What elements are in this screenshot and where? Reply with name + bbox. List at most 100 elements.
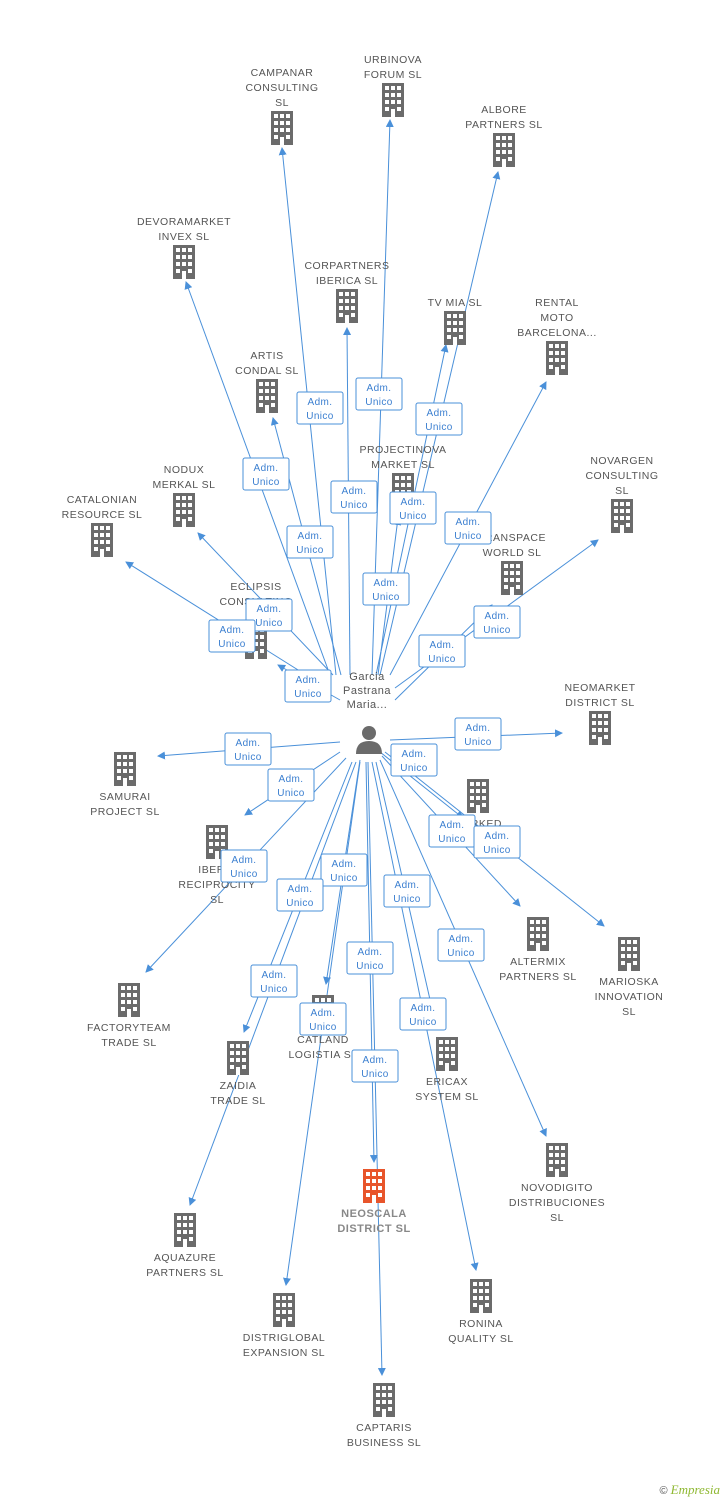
relation-badge[interactable]: Adm.Unico	[284, 669, 332, 703]
company-name-line: CONSULTING	[585, 470, 658, 482]
badge-label: Unico	[286, 898, 314, 909]
company-name-line: LOGISTIA SL	[288, 1049, 357, 1061]
company-name-line: ALBORE	[481, 104, 527, 116]
relation-badge[interactable]: Adm.Unico	[220, 849, 268, 883]
relation-badge[interactable]: Adm.Unico	[242, 457, 290, 491]
brand-logo[interactable]: Empresia	[670, 1482, 720, 1497]
company-node-catland[interactable]: CATLAND LOGISTIA SL	[288, 995, 357, 1061]
relation-badge[interactable]: Adm.Unico	[390, 743, 438, 777]
badge-label: Unico	[483, 625, 511, 636]
relation-badge[interactable]: Adm.Unico	[428, 814, 476, 848]
relation-badge[interactable]: Adm.Unico	[245, 598, 293, 632]
badge-label: Adm.	[430, 640, 455, 651]
company-name-line: CATLAND	[297, 1034, 349, 1046]
building-icon	[256, 379, 278, 413]
building-icon	[174, 1213, 196, 1247]
relation-badge[interactable]: Adm.Unico	[454, 717, 502, 751]
company-name-line: RENTAL	[535, 297, 579, 309]
person-node[interactable]: Garcia Pastrana Maria...	[343, 671, 391, 754]
relation-badge[interactable]: Adm.Unico	[267, 768, 315, 802]
building-icon	[336, 289, 358, 323]
relation-badge[interactable]: Adm.Unico	[346, 941, 394, 975]
company-name-line: QUALITY SL	[448, 1333, 514, 1345]
company-name-line: DEVORAMARKET	[137, 216, 231, 228]
relation-badge[interactable]: Adm.Unico	[208, 619, 256, 653]
company-node-urbinova[interactable]: URBINOVA FORUM SL	[364, 54, 422, 117]
relation-badge[interactable]: Adm.Unico	[383, 874, 431, 908]
company-name-line: CAMPANAR	[251, 67, 314, 79]
building-icon	[527, 917, 549, 951]
relation-badge[interactable]: Adm. Unico	[437, 928, 485, 962]
badge-frame	[330, 480, 378, 514]
relation-badge[interactable]: Adm.Unico	[299, 1002, 347, 1036]
relation-badge[interactable]: Adm.Unico	[389, 491, 437, 525]
badge-label: Unico	[255, 618, 283, 629]
company-node-tvmia[interactable]: TV MIA SL	[428, 297, 483, 345]
company-name-line: BUSINESS SL	[347, 1437, 421, 1449]
badge-label: Adm.	[363, 1055, 388, 1066]
relation-badge[interactable]: Adm.Unico	[444, 511, 492, 545]
company-name-line: TRADE SL	[210, 1095, 265, 1107]
company-name-line: IBERICA SL	[316, 275, 378, 287]
relation-badge[interactable]: Adm.Unico	[250, 964, 298, 998]
badge-label: Unico	[372, 592, 400, 603]
person-icon	[356, 726, 382, 754]
company-name-line: RONINA	[459, 1318, 503, 1330]
badge-label: Unico	[234, 752, 262, 763]
company-name-line: DISTRICT SL	[565, 697, 634, 709]
relation-badge[interactable]: Adm.Unico	[399, 997, 447, 1031]
relation-badge[interactable]: Adm.Unico	[418, 634, 466, 668]
relation-badge[interactable]: Adm.Unico	[276, 878, 324, 912]
company-name-line: FORUM SL	[364, 69, 422, 81]
relation-badge[interactable]: Adm.Unico	[320, 853, 368, 887]
relation-badge[interactable]: Adm.Unico	[473, 605, 521, 639]
relation-badge[interactable]: Adm.Unico	[351, 1049, 399, 1083]
badge-frame	[245, 598, 293, 632]
company-name-line: URBINOVA	[364, 54, 422, 66]
badge-frame	[276, 878, 324, 912]
company-node-rental[interactable]: RENTALMOTOBARCELONA...	[517, 297, 597, 375]
company-name-line: PROJECT SL	[90, 806, 160, 818]
relation-badge[interactable]: Adm.Unico	[224, 732, 272, 766]
building-icon	[118, 983, 140, 1017]
badge-label: Unico	[447, 948, 475, 959]
relation-badge[interactable]: Adm.Unico	[330, 480, 378, 514]
relation-badge[interactable]: Adm.Unico	[362, 572, 410, 606]
relation-badge[interactable]: Adm.Unico	[286, 525, 334, 559]
badge-frame	[351, 1049, 399, 1083]
relation-badge[interactable]: Adm.Unico	[473, 825, 521, 859]
badge-frame	[383, 874, 431, 908]
relation-badge[interactable]: Adm.Unico	[415, 402, 463, 436]
relation-badge[interactable]: Adm.Unico	[296, 391, 344, 425]
badge-frame	[362, 572, 410, 606]
company-node-ronina[interactable]: RONINA QUALITY SL	[448, 1279, 514, 1345]
badge-label: Adm.	[449, 934, 474, 945]
badge-label: Adm.	[367, 383, 392, 394]
company-name-line: AQUAZURE	[154, 1252, 216, 1264]
badge-frame	[437, 928, 485, 962]
company-name-line: SL	[615, 485, 629, 497]
relation-badge[interactable]: Adm.Unico	[355, 377, 403, 411]
